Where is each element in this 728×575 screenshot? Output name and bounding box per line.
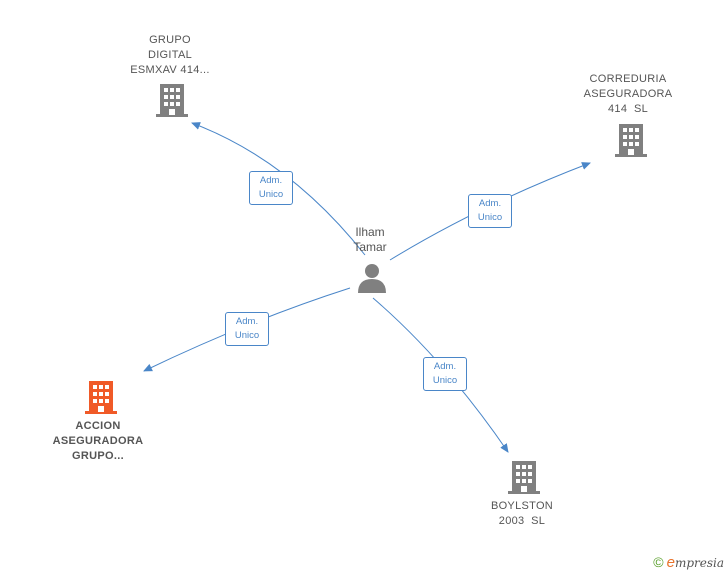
edge-label-line2: Unico: [432, 375, 458, 386]
node-label-line: GRUPO: [149, 34, 191, 46]
node-label-grupo-digital[interactable]: GRUPO DIGITAL ESMXAV 414...: [110, 33, 230, 78]
node-label-boylston[interactable]: BOYLSTON 2003 SL: [462, 499, 582, 529]
brand-initial: e: [666, 554, 675, 571]
copyright-icon: ©: [653, 554, 664, 570]
building-icon-correduria: [615, 124, 647, 157]
edge-label-correduria[interactable]: Adm. Unico: [468, 194, 512, 228]
node-label-line: ASEGURADORA: [583, 88, 673, 100]
node-label-line: CORREDURIA: [589, 73, 667, 85]
edge-label-line2: Unico: [477, 212, 503, 223]
node-label-line: 2003 SL: [498, 515, 546, 527]
footer-brand: ©empresia: [653, 554, 724, 571]
node-label-line: 414 SL: [607, 103, 649, 115]
node-label-correduria[interactable]: CORREDURIA ASEGURADORA 414 SL: [568, 72, 688, 117]
edge-label-grupo-digital[interactable]: Adm. Unico: [249, 171, 293, 205]
edge-label-line1: Adm.: [478, 198, 502, 209]
edge-label-line2: Unico: [234, 330, 260, 341]
edge-label-boylston[interactable]: Adm. Unico: [423, 357, 467, 391]
node-label-line: ACCION: [75, 420, 121, 432]
person-name-line1: Ilham: [355, 225, 385, 239]
node-label-line: ESMXAV 414...: [130, 64, 210, 76]
node-label-accion[interactable]: ACCION ASEGURADORA GRUPO...: [38, 419, 158, 464]
edge-label-line1: Adm.: [235, 316, 259, 327]
node-label-line: BOYLSTON: [490, 500, 554, 512]
edge-label-accion[interactable]: Adm. Unico: [225, 312, 269, 346]
person-label[interactable]: Ilham Tamar: [330, 225, 410, 255]
building-icon-boylston: [508, 461, 540, 494]
edge-label-line2: Unico: [258, 189, 284, 200]
person-icon: [358, 264, 386, 293]
edge-label-line1: Adm.: [433, 361, 457, 372]
building-icon-grupo-digital: [156, 84, 188, 117]
node-label-line: DIGITAL: [147, 49, 193, 61]
person-name-line2: Tamar: [353, 240, 387, 254]
node-label-line: ASEGURADORA: [52, 435, 144, 447]
brand-name: mpresia: [674, 556, 724, 570]
edge-label-line1: Adm.: [259, 175, 283, 186]
building-icon-accion: [85, 381, 117, 414]
node-label-line: GRUPO...: [72, 450, 124, 462]
